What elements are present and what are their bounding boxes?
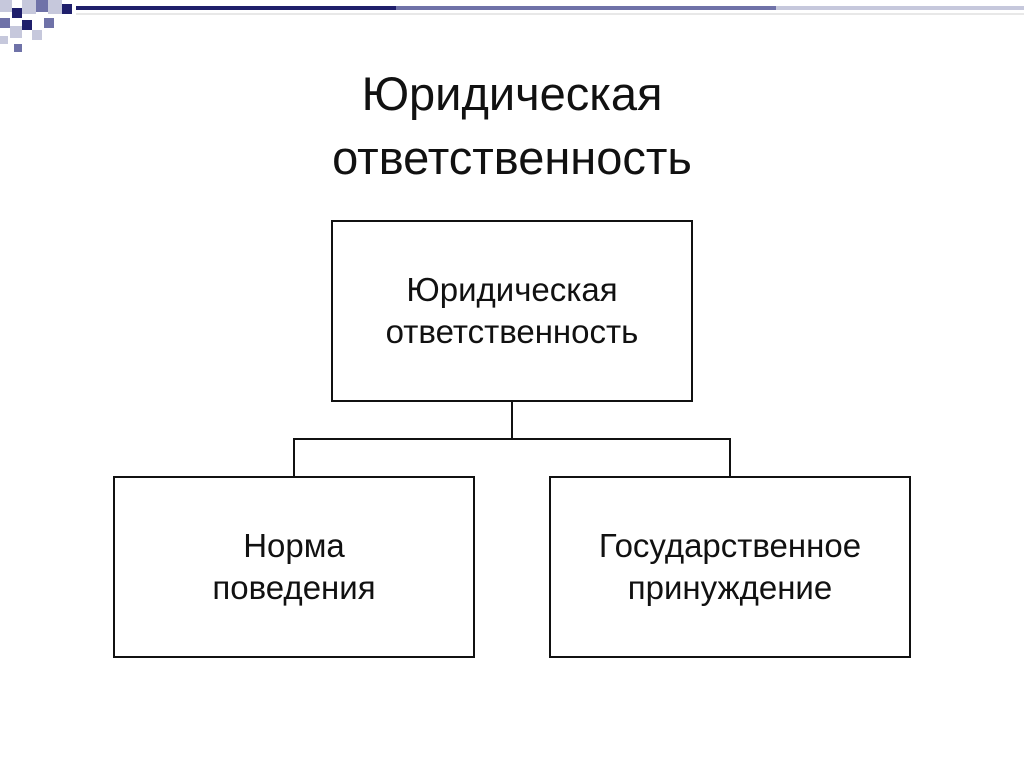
root-node-line1: Юридическая (406, 271, 618, 308)
decor-square (0, 0, 12, 12)
decor-square (14, 44, 22, 52)
slide-decoration (0, 0, 1024, 52)
decor-square (22, 20, 32, 30)
decor-square (62, 4, 72, 14)
decor-bar (776, 6, 1024, 10)
root-node-line2: ответственность (385, 313, 639, 350)
slide-title-line2: ответственность (332, 131, 692, 184)
child-node-state-coercion: Государственное принуждение (549, 476, 911, 658)
decor-bar (76, 6, 396, 10)
decor-square (22, 0, 36, 14)
child-node-line2: поведения (212, 569, 376, 606)
decor-square (44, 18, 54, 28)
slide-title-line1: Юридическая (361, 67, 663, 120)
child-node-behavior-norm: Норма поведения (113, 476, 475, 658)
child-node-line2: принуждение (627, 569, 833, 606)
decor-square (36, 0, 48, 12)
root-node: Юридическая ответственность (331, 220, 693, 402)
decor-square (48, 0, 62, 14)
decor-square (12, 8, 22, 18)
decor-square (0, 18, 10, 28)
child-node-line1: Государственное (598, 527, 862, 564)
child-node-line1: Норма (243, 527, 345, 564)
decor-square (0, 36, 8, 44)
decor-square (32, 30, 42, 40)
decor-square (10, 26, 22, 38)
decor-bar (396, 6, 776, 10)
slide-title: Юридическая ответственность (0, 62, 1024, 190)
